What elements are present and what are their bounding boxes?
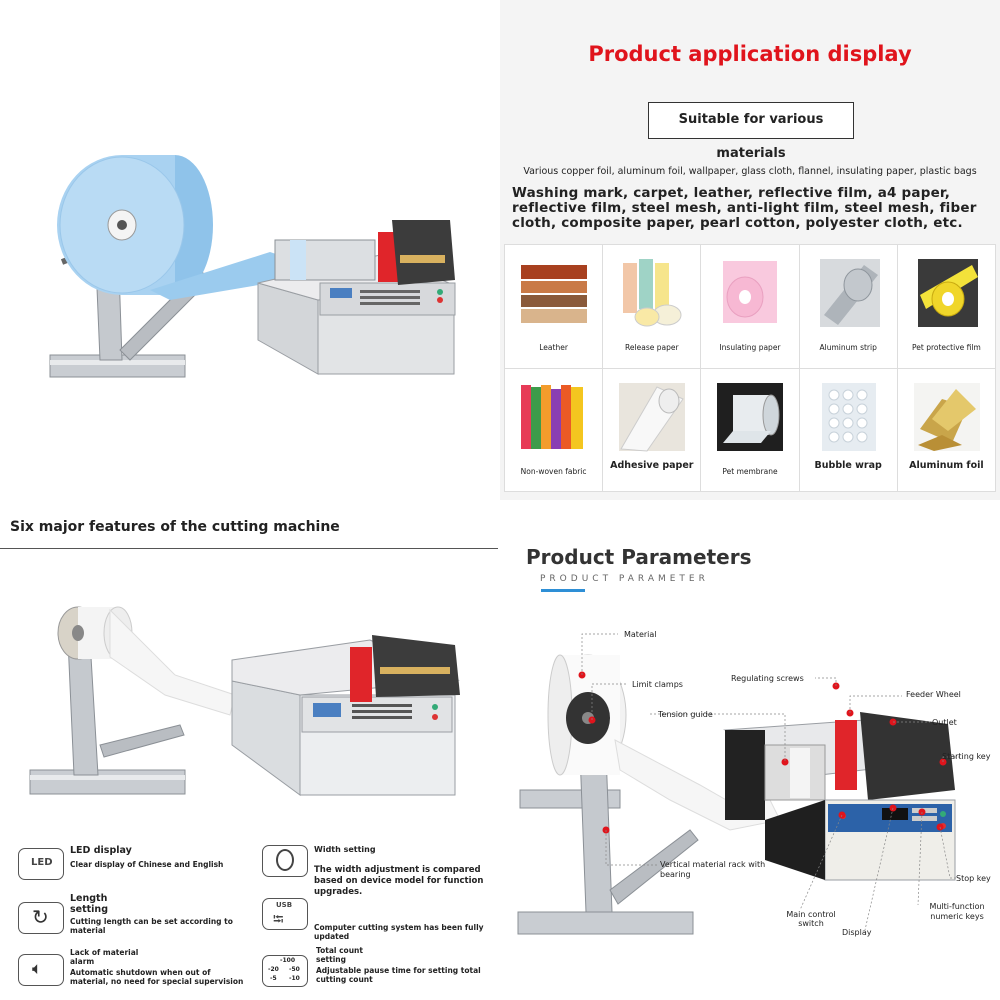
counter-text: -50 xyxy=(289,966,300,973)
materials-list-large: Washing mark, carpet, leather, reflectiv… xyxy=(512,185,977,231)
insulating-paper-image xyxy=(723,261,778,323)
width-glyph xyxy=(276,849,294,871)
material-card: Aluminum foil xyxy=(897,368,996,492)
refresh-glyph: ↻ xyxy=(32,905,49,929)
counter-text: -100 xyxy=(280,957,296,964)
feature-title: Lack of material alarm xyxy=(70,948,139,966)
usb-glyph: ⭾ xyxy=(273,912,284,928)
callout-stop-key: Stop key xyxy=(956,874,991,883)
material-label: Release paper xyxy=(625,343,679,352)
features-title: Six major features of the cutting machin… xyxy=(10,519,340,535)
material-label: Leather xyxy=(539,343,568,352)
material-card: Insulating paper xyxy=(701,245,800,369)
materials-grid: Leather Release paper Insulating paper xyxy=(504,244,996,492)
material-card: Pet membrane xyxy=(701,368,800,492)
feature-title: Length setting xyxy=(70,893,108,915)
callout-regulating-screws: Regulating screws xyxy=(731,674,804,683)
feature-length: Length setting Cutting length can be set… xyxy=(70,893,245,935)
callout-outlet: Outlet xyxy=(932,718,957,727)
aluminum-foil-image xyxy=(913,382,980,451)
feature-alarm: Lack of material alarm Automatic shutdow… xyxy=(70,948,248,986)
materials-list-small: Various copper foil, aluminum foil, wall… xyxy=(523,166,977,177)
counter-text: -20 xyxy=(268,966,279,973)
materials-box-label: Suitable for various materials xyxy=(648,102,854,161)
callout-display: Display xyxy=(842,928,872,937)
accent-bar xyxy=(541,589,585,592)
feature-desc: Automatic shutdown when out of material,… xyxy=(70,968,244,986)
feature-desc: Clear display of Chinese and English xyxy=(70,860,224,869)
parameters-subtitle: PRODUCT PARAMETER xyxy=(540,574,709,584)
features-panel: Six major features of the cutting machin… xyxy=(0,500,500,1000)
material-label: Insulating paper xyxy=(719,343,781,352)
callout-feeder-wheel: Feeder Wheel xyxy=(906,690,961,699)
material-label: Aluminum strip xyxy=(819,343,877,352)
callout-main-switch: Main control switch xyxy=(786,910,836,928)
application-title: Product application display xyxy=(588,42,912,66)
leather-image xyxy=(521,265,587,323)
pet-membrane-image xyxy=(717,382,784,451)
counter-text: -10 xyxy=(289,975,300,982)
parameters-panel: Product Parameters PRODUCT PARAMETER xyxy=(500,500,1000,1000)
application-panel: Product application display Suitable for… xyxy=(500,0,1000,500)
material-card: Aluminum strip xyxy=(799,245,898,369)
material-card: Adhesive paper xyxy=(603,368,702,492)
release-paper-image xyxy=(623,259,682,327)
callout-tension-guide: Tension guide xyxy=(658,710,713,719)
speaker-icon: 🔈︎ xyxy=(18,954,64,986)
counter-text: -5 xyxy=(270,975,277,982)
feature-title: LED display xyxy=(70,845,132,856)
material-label: Pet membrane xyxy=(722,466,778,476)
callout-vertical-rack: Vertical material rack with bearing xyxy=(660,860,766,879)
material-label: Bubble wrap xyxy=(814,459,882,471)
non-woven-fabric-image xyxy=(521,384,583,449)
counter-icon: -100 -20 -50 -5 -10 xyxy=(262,955,308,987)
parameters-title: Product Parameters xyxy=(526,545,752,569)
feature-computer: Computer cutting system has been fully u… xyxy=(314,919,494,941)
feature-desc: Adjustable pause time for setting total … xyxy=(316,966,481,984)
feature-count: Total count setting Adjustable pause tim… xyxy=(316,946,496,984)
feature-desc: The width adjustment is compared based o… xyxy=(314,865,484,897)
usb-icon: USB ⭾ xyxy=(262,898,308,930)
bubble-wrap-image xyxy=(821,382,876,451)
feature-desc: Computer cutting system has been fully u… xyxy=(314,923,484,941)
callout-limit-clamps: Limit clamps xyxy=(632,680,683,689)
feature-title: Width setting xyxy=(314,845,376,854)
material-card: Non-woven fabric xyxy=(505,368,604,492)
speaker-glyph: 🔈︎ xyxy=(32,959,43,979)
cutting-machine-white-illustration xyxy=(29,606,460,796)
material-card: Leather xyxy=(505,245,604,369)
material-card: Release paper xyxy=(603,245,702,369)
feature-led: LED display Clear display of Chinese and… xyxy=(70,845,245,869)
cutting-machine-illustration xyxy=(49,155,456,378)
adhesive-paper-image xyxy=(619,382,686,452)
material-label: Aluminum foil xyxy=(909,459,984,471)
callout-material: Material xyxy=(624,630,657,639)
led-icon-text: LED xyxy=(31,857,53,868)
usb-icon-text: USB xyxy=(276,901,293,909)
material-label: Adhesive paper xyxy=(610,459,694,471)
machine-photo-blue xyxy=(0,0,500,500)
callout-numeric-keys: Multi-function numeric keys xyxy=(929,902,985,921)
aluminum-strip-image xyxy=(819,259,880,327)
material-card: Bubble wrap xyxy=(799,368,898,492)
feature-title: Total count setting xyxy=(316,946,363,964)
divider xyxy=(0,548,498,549)
material-label: Pet protective film xyxy=(912,343,981,352)
refresh-icon: ↻ xyxy=(18,902,64,934)
labeled-machine-diagram xyxy=(517,633,960,935)
pet-protective-film-image xyxy=(917,259,978,327)
feature-desc: Cutting length can be set according to m… xyxy=(70,917,233,935)
material-card: Pet protective film xyxy=(897,245,996,369)
callout-starting-key: Starting key xyxy=(942,752,991,761)
material-label: Non-woven fabric xyxy=(520,466,587,476)
width-setting-icon xyxy=(262,845,308,877)
feature-width: Width setting The width adjustment is co… xyxy=(314,844,494,898)
led-display-icon: LED xyxy=(18,848,64,880)
